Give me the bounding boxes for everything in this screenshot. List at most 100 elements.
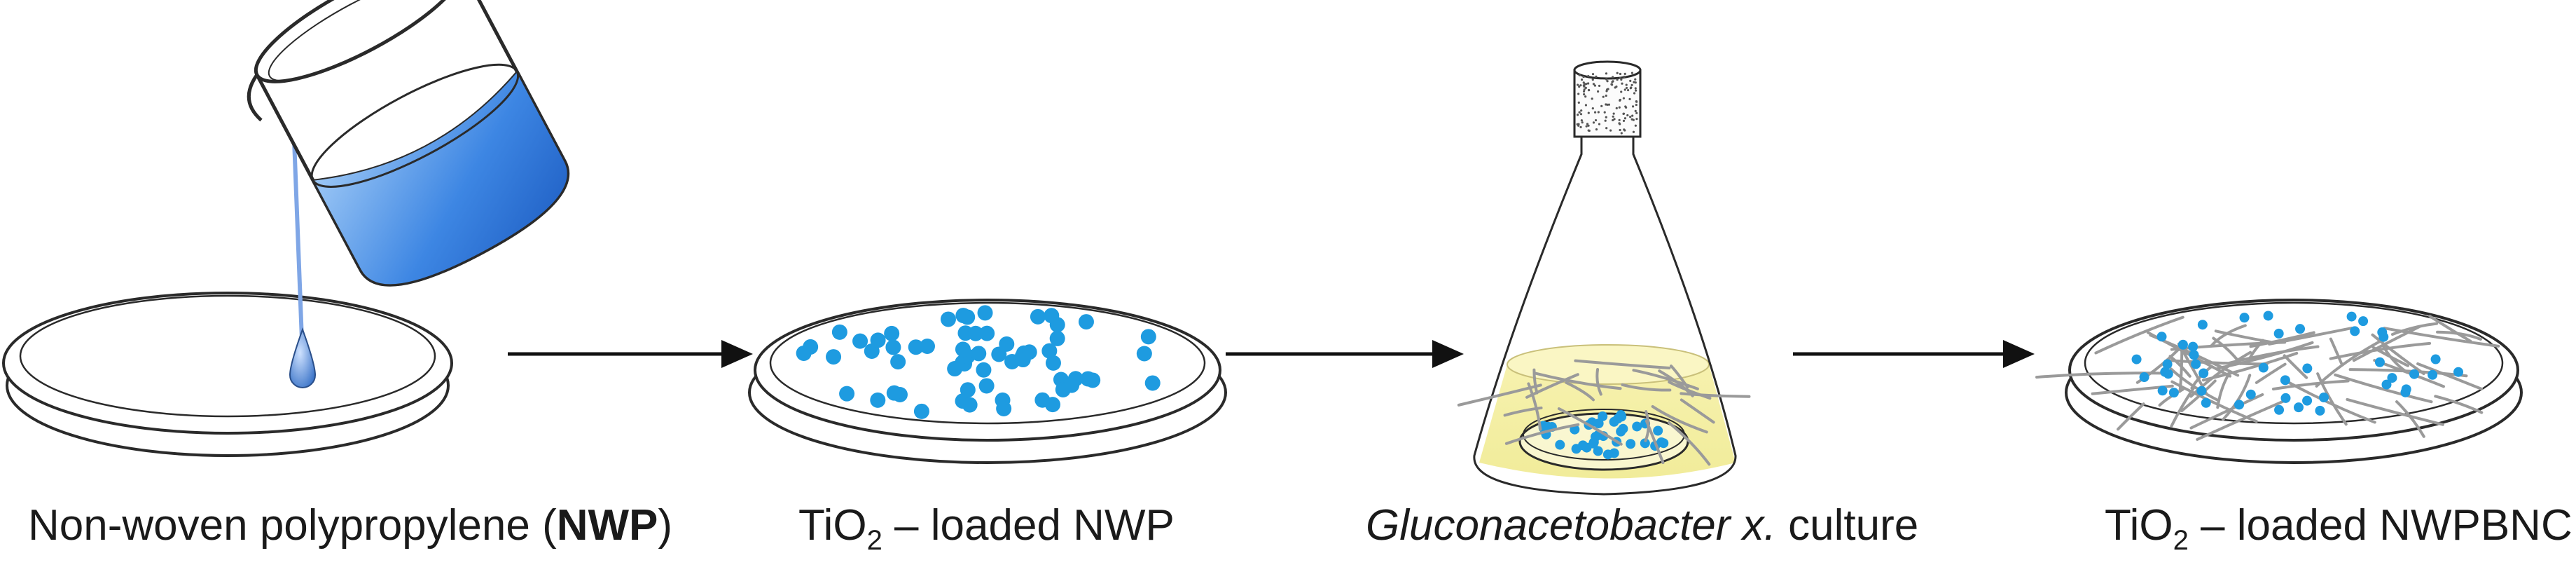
bnc-fiber <box>2271 379 2350 390</box>
stopper-speck <box>1634 81 1637 84</box>
stopper-speck <box>1619 128 1621 132</box>
cellulose-fiber <box>1557 407 1623 446</box>
stopper-speck <box>1577 83 1579 86</box>
bnc-fiber <box>2189 350 2252 398</box>
caption-tio2-loaded-nwp: TiO2 – loaded NWP <box>798 501 1175 556</box>
bnc-fiber <box>2329 341 2432 360</box>
tio2-particle <box>2295 324 2306 334</box>
stopper-speck <box>1629 116 1632 118</box>
stopper-speck <box>1606 80 1609 83</box>
tio2-particle <box>2234 400 2245 410</box>
stopper-speck <box>1635 103 1637 107</box>
stopper-speck <box>1576 123 1579 126</box>
stopper-speck <box>1623 128 1626 131</box>
stopper-speck <box>1579 125 1582 129</box>
tio2-particle <box>2201 397 2211 408</box>
bnc-fiber <box>2094 315 2184 355</box>
tio2-particle <box>971 346 987 362</box>
stopper-speck <box>1618 118 1621 121</box>
cellulose-fiber <box>1532 372 1622 390</box>
tio2-particle <box>2157 386 2168 396</box>
stopper-speck <box>1631 105 1635 108</box>
tio2-particle <box>1034 392 1051 408</box>
cellulose-fiber <box>1574 359 1671 369</box>
stopper-speck <box>1592 83 1595 86</box>
tio2-particle <box>977 305 993 321</box>
tio2-particle <box>884 325 900 341</box>
stopper-speck <box>1632 118 1635 121</box>
stopper-speck <box>1611 81 1614 83</box>
stopper-speck <box>1625 86 1628 90</box>
cellulose-fiber <box>1670 364 1689 389</box>
stopper-speck <box>1584 86 1587 89</box>
stopper-speck <box>1582 81 1585 84</box>
tio2-particle <box>2258 362 2269 373</box>
stopper-speck <box>1635 100 1638 103</box>
tio2-particle <box>2196 386 2207 396</box>
stopper-speck <box>1600 104 1603 107</box>
stopper-speck <box>1619 76 1622 79</box>
tio2-particle <box>1067 371 1083 387</box>
tio2-particle <box>1045 355 1061 371</box>
bnc-fiber <box>2346 397 2444 426</box>
tio2-particle <box>2381 379 2392 390</box>
stopper-speck <box>1595 75 1598 78</box>
tio2-particle <box>1015 352 1031 368</box>
tio2-particle <box>2274 404 2285 415</box>
tio2-particle <box>2293 402 2304 413</box>
stopper-speck <box>1632 130 1635 133</box>
stopper-speck <box>1622 112 1625 115</box>
stopper-speck <box>1591 73 1595 76</box>
tio2-particle <box>2188 341 2198 352</box>
tio2-particle <box>886 385 902 401</box>
stopper-speck <box>1625 83 1628 86</box>
stopper-speck <box>1587 74 1590 78</box>
tio2-particle <box>1049 317 1065 333</box>
tio2-particle <box>1602 449 1613 460</box>
tio2-particle <box>1041 343 1058 359</box>
cellulose-fiber <box>1667 421 1711 466</box>
stopper-speck <box>1620 90 1623 93</box>
tio2-particle <box>2191 359 2201 369</box>
tio2-particle <box>2430 354 2441 364</box>
stopper-speck <box>1615 107 1618 109</box>
stopper-speck <box>1633 92 1636 95</box>
cellulose-fiber <box>1651 404 1708 434</box>
bnc-fiber <box>2383 327 2500 348</box>
tio2-particle <box>2428 369 2438 380</box>
stopper-speck <box>1623 117 1627 120</box>
stopper-speck <box>1583 93 1586 96</box>
stopper-speck <box>1619 98 1621 102</box>
stopper-speck <box>1578 111 1581 114</box>
stopper-speck <box>1587 88 1591 92</box>
stopper-speck <box>1616 71 1619 74</box>
stopper-speck <box>1620 132 1623 135</box>
tio2-particle <box>996 400 1012 416</box>
stopper-speck <box>1612 118 1614 122</box>
tio2-particle <box>2350 326 2360 336</box>
stopper-speck <box>1579 113 1583 116</box>
tio2-particle <box>2189 350 2199 360</box>
stopper-speck <box>1587 129 1590 132</box>
stopper-speck <box>1603 111 1606 114</box>
stopper-speck <box>1579 84 1582 87</box>
tio2-particle <box>2198 368 2209 379</box>
tio2-particle <box>2245 389 2256 400</box>
cellulose-fiber <box>1565 381 1595 402</box>
tio2-particle <box>955 341 971 357</box>
tio2-particle <box>2280 393 2291 403</box>
cellulose-fiber <box>1503 406 1543 417</box>
tio2-particle <box>839 386 855 402</box>
stopper-speck <box>1635 118 1638 121</box>
stopper-speck <box>1587 111 1590 114</box>
cellulose-fibers-in-flask <box>1457 359 1751 466</box>
stopper-speck <box>1609 129 1612 132</box>
caption-tio2-loaded-nwpbnc: TiO2 – loaded NWPBNC <box>2105 501 2572 556</box>
tio2-particle <box>1078 314 1094 330</box>
cellulose-fiber <box>1658 369 1694 397</box>
stopper-speck <box>1633 81 1635 83</box>
tio2-particle <box>803 339 819 355</box>
cellulose-fiber <box>1680 392 1751 398</box>
stopper-speck <box>1581 121 1584 124</box>
